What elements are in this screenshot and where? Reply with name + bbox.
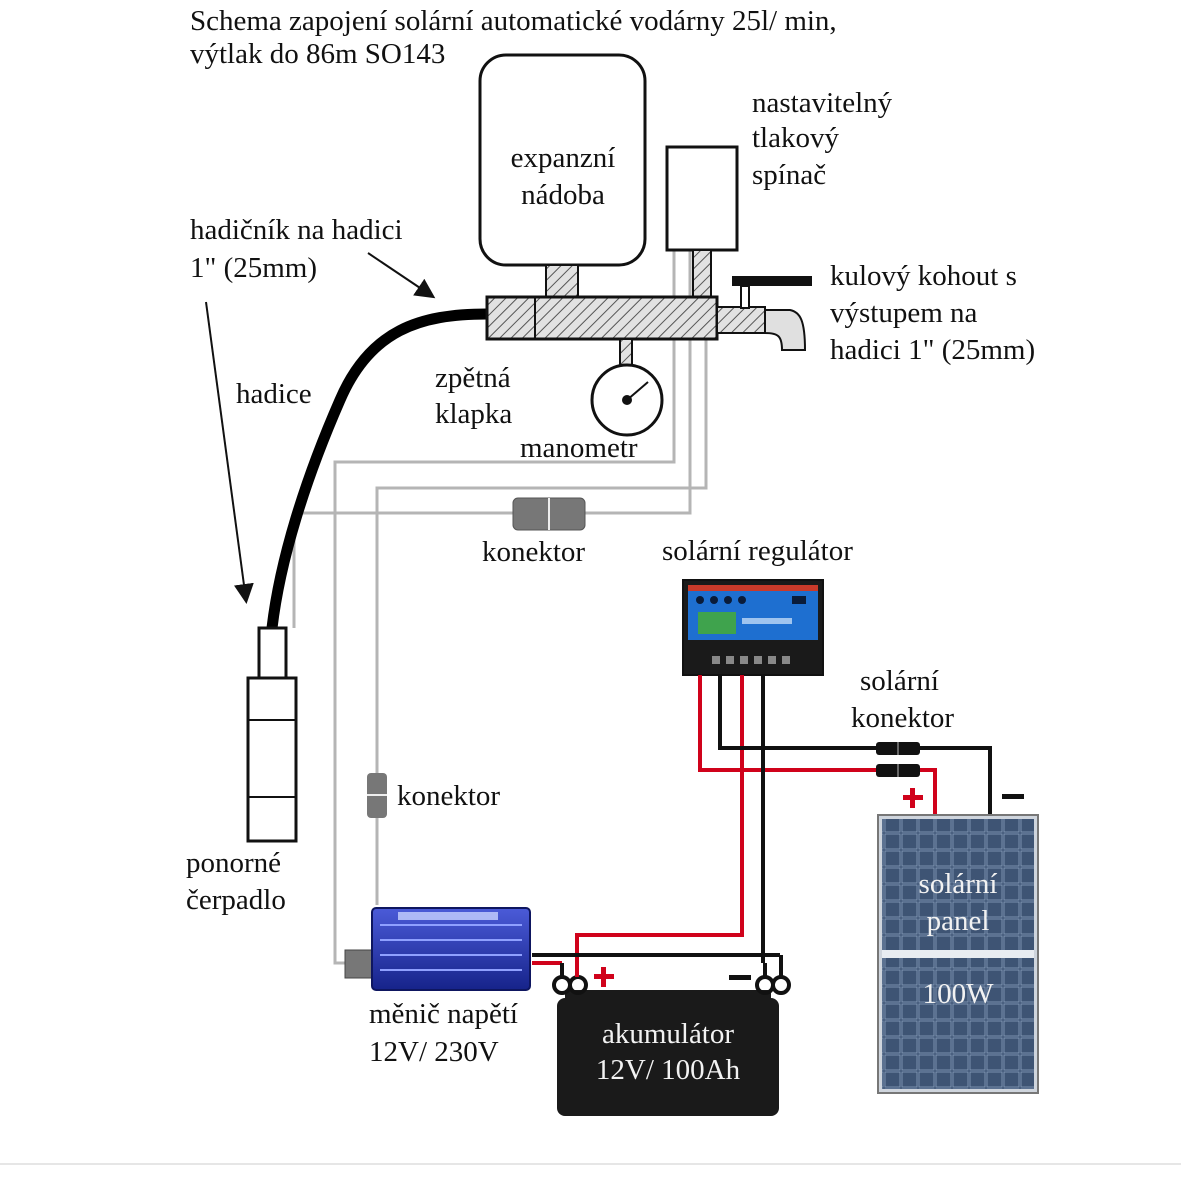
- bottom-divider: [0, 1163, 1181, 1165]
- hose-label: hadice: [236, 378, 312, 410]
- expansion-tank-label-line2: nádoba: [521, 179, 605, 211]
- connector-left-icon: [367, 773, 387, 818]
- connector-top-icon: [512, 497, 586, 531]
- battery-minus-sign: [729, 975, 751, 980]
- pressure-switch-label-line1: nastavitelný: [752, 87, 893, 119]
- battery-plus-sign: [594, 967, 614, 987]
- ac-wires: [292, 250, 708, 965]
- wire-pump-lead: [292, 511, 513, 628]
- battery-label-line2: 12V/ 100Ah: [595, 1054, 741, 1086]
- manifold: [485, 295, 719, 341]
- solar-connector-icon: [876, 742, 920, 777]
- solar-regulator-icon: [682, 579, 824, 676]
- ball-valve-label-line1: kulový kohout s: [830, 260, 1017, 292]
- expansion-tank-icon: [478, 53, 647, 298]
- battery-label-line1: akumulátor: [601, 1018, 735, 1050]
- expansion-tank-label-line1: expanzní: [510, 142, 616, 174]
- hose-fitting-label-line1: hadičník na hadici: [190, 214, 403, 246]
- dc-wires-positive: [532, 675, 937, 965]
- battery-icon: [552, 955, 791, 1116]
- pressure-switch-label-line3: spínač: [752, 159, 827, 191]
- solar-connector-label-line1: solární: [860, 665, 939, 697]
- inverter-icon: [344, 907, 531, 991]
- wire-pressure-switch-lead-b: [333, 250, 676, 965]
- pump-label-line1: ponorné: [186, 847, 282, 879]
- wire-pressure-switch-lead-c: [375, 250, 708, 773]
- arrow-to-pump: [205, 301, 254, 604]
- connector-left-label: konektor: [397, 780, 501, 812]
- ball-valve-label-line2: výstupem na: [830, 297, 978, 329]
- hose-fitting-label-line2: 1" (25mm): [190, 252, 318, 284]
- manometer-icon: [590, 338, 664, 437]
- ball-valve-icon: [716, 276, 812, 351]
- check-valve-label-line2: klapka: [435, 398, 513, 430]
- manometer-label: manometr: [520, 432, 638, 464]
- inverter-label-line2: 12V/ 230V: [369, 1036, 499, 1068]
- solar-connector-label-line2: konektor: [851, 702, 955, 734]
- pressure-switch-label-line2: tlakový: [752, 122, 839, 154]
- check-valve-label-line1: zpětná: [435, 362, 511, 394]
- inverter-label-line1: měnič napětí: [369, 998, 518, 1030]
- panel-minus-sign: [1002, 794, 1024, 799]
- solar-panel-label-line1: solární: [918, 868, 998, 900]
- solar-panel-label-line2: panel: [926, 905, 990, 937]
- solar-panel-icon: [877, 814, 1039, 1094]
- arrow-to-hose-fitting: [367, 252, 436, 299]
- solar-panel-label-line3: 100W: [922, 978, 994, 1010]
- panel-plus-sign: [903, 788, 923, 808]
- solar-regulator-label: solární regulátor: [662, 535, 853, 567]
- submersible-pump-icon: [246, 626, 298, 843]
- diagram-title-line2: výtlak do 86m SO143: [190, 38, 446, 70]
- diagram-title-line1: Schema zapojení solární automatické vodá…: [190, 5, 837, 37]
- dc-wires-negative: [532, 675, 992, 963]
- pressure-switch-icon: [665, 145, 739, 299]
- ball-valve-label-line3: hadici 1" (25mm): [830, 334, 1036, 366]
- connector-top-label: konektor: [482, 536, 586, 568]
- pump-label-line2: čerpadlo: [186, 884, 286, 916]
- hose: [266, 308, 493, 634]
